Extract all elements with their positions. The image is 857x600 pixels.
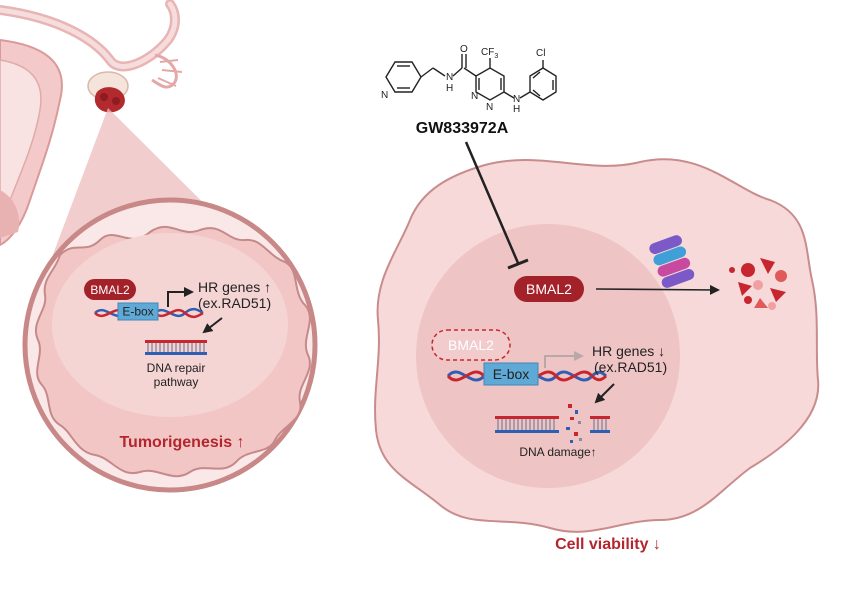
dna-repair-label-1: DNA repair <box>147 361 206 375</box>
left-nucleus <box>52 233 288 417</box>
dna-repair-label-2: pathway <box>154 375 199 389</box>
dna-repair-icon <box>145 340 207 355</box>
drug-structure <box>385 54 557 101</box>
uterus-illustration <box>0 0 183 247</box>
bmal2-pill-right <box>514 276 584 302</box>
proteasome-icon <box>649 235 695 288</box>
bmal2-inactive-pill <box>431 329 511 361</box>
atom-oxygen: O <box>460 44 468 55</box>
inhibition-bar <box>507 258 529 270</box>
cell-viability-label: Cell viability ↓ <box>555 536 661 553</box>
bmal2-label-left: BMAL2 <box>90 283 130 297</box>
promoter-arrow-right <box>544 351 584 368</box>
right-cell-panel: BMAL2 BMAL2 <box>374 141 820 553</box>
atom-n-amine: N <box>513 94 520 105</box>
broken-dna-icon <box>495 404 610 443</box>
damage-arrow <box>594 383 615 404</box>
bmal2-pill-left <box>84 279 136 300</box>
ebox-box-left <box>117 302 159 321</box>
hr-example-left: (ex.RAD51) <box>198 295 271 311</box>
atom-chlorine: Cl <box>536 48 545 59</box>
bmal2-label-right: BMAL2 <box>526 281 572 297</box>
dna-damage-label: DNA damage↑ <box>519 445 596 459</box>
bmal2-inactive-label: BMAL2 <box>448 337 494 353</box>
ebox-label-left: E-box <box>122 305 153 319</box>
degradation-arrow <box>595 284 720 295</box>
inhibition-line <box>464 141 520 264</box>
atom-h-amide: H <box>446 83 453 94</box>
atom-n1: N <box>471 91 478 102</box>
ebox-box-right <box>483 362 539 386</box>
degraded-protein-fragments <box>729 258 787 310</box>
ebox-label-right: E-box <box>493 366 530 382</box>
atom-n-pyridine: N <box>381 90 388 101</box>
hr-genes-right: HR genes ↓ <box>592 343 665 359</box>
repair-arrow-left <box>202 317 223 334</box>
drug-name: GW833972A <box>416 120 509 137</box>
tumorigenesis-label: Tumorigenesis ↑ <box>119 434 244 451</box>
atom-n-amide: N <box>446 72 453 83</box>
atom-cf3: CF3 <box>481 47 498 60</box>
promoter-arrow-left <box>167 287 194 307</box>
hr-genes-left: HR genes ↑ <box>198 279 271 295</box>
atom-n2: N <box>486 102 493 113</box>
left-zoom-panel: BMAL2 E-box HR genes ↑ (ex.RAD51) <box>22 197 318 493</box>
drug-atom-labels: N N H O CF3 N N N H Cl <box>381 44 545 115</box>
atom-h-amine: H <box>513 104 520 115</box>
hr-example-right: (ex.RAD51) <box>594 359 667 375</box>
